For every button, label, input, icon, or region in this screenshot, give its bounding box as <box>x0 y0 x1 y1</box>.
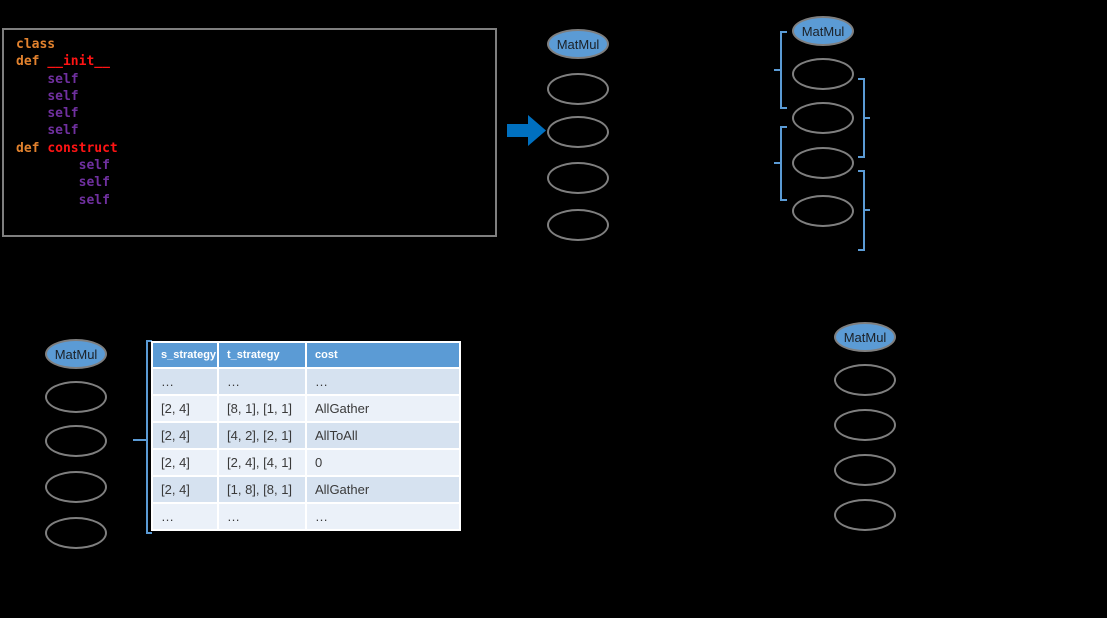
code-segment: construct <box>47 140 118 156</box>
table-row: [2, 4][1, 8], [8, 1]AllGather <box>151 475 461 504</box>
code-segment <box>16 106 47 121</box>
matmul-label: MatMul <box>801 23 845 39</box>
code-segment: class <box>16 37 56 52</box>
table-header-cell: cost <box>305 341 461 369</box>
matmul-node: MatMul <box>834 322 896 352</box>
table-cell: [2, 4] <box>151 475 219 504</box>
placeholder-node <box>45 517 107 549</box>
table-cell: … <box>305 367 461 396</box>
matmul-label: MatMul <box>54 346 98 362</box>
code-segment <box>16 123 47 138</box>
strategy-table-body: ………[2, 4][8, 1], [1, 1]AllGather[2, 4][4… <box>151 367 461 531</box>
code-segment: self <box>47 106 79 122</box>
code-segment <box>16 193 79 208</box>
placeholder-node <box>45 425 107 457</box>
code-line: def construct <box>16 140 495 157</box>
code-segment <box>16 89 47 104</box>
placeholder-node <box>792 102 854 134</box>
table-cell: 0 <box>305 448 461 477</box>
table-cell: [8, 1], [1, 1] <box>217 394 307 423</box>
matmul-label: MatMul <box>556 36 600 52</box>
placeholder-node <box>792 147 854 179</box>
placeholder-node <box>45 381 107 413</box>
table-cell: … <box>217 367 307 396</box>
table-cell: … <box>305 502 461 531</box>
placeholder-node <box>45 471 107 503</box>
table-cell: [2, 4] <box>151 421 219 450</box>
table-header-cell: s_strategy <box>151 341 219 369</box>
matmul-label: MatMul <box>843 329 887 345</box>
table-cell: AllGather <box>305 475 461 504</box>
code-segment: self <box>47 88 79 104</box>
code-line: self <box>16 88 495 105</box>
code-line: def __init__ <box>16 53 495 70</box>
placeholder-node <box>834 364 896 396</box>
code-segment <box>16 158 79 173</box>
table-row: ……… <box>151 502 461 531</box>
table-cell: [2, 4] <box>151 448 219 477</box>
code-line: self <box>16 71 495 88</box>
right-arrow-icon <box>507 115 546 146</box>
code-line: self <box>16 105 495 122</box>
matmul-node: MatMul <box>45 339 107 369</box>
table-cell: [1, 8], [8, 1] <box>217 475 307 504</box>
table-cell: [2, 4], [4, 1] <box>217 448 307 477</box>
code-segment: def <box>16 54 48 70</box>
table-row: ……… <box>151 367 461 396</box>
code-line: self <box>16 192 495 209</box>
code-segment: def <box>16 140 48 156</box>
table-row: [2, 4][2, 4], [4, 1]0 <box>151 448 461 477</box>
table-cell: [4, 2], [2, 1] <box>217 421 307 450</box>
table-cell: AllGather <box>305 394 461 423</box>
table-cell: … <box>151 367 219 396</box>
table-header-cell: t_strategy <box>217 341 307 369</box>
matmul-node: MatMul <box>547 29 609 59</box>
brace-top-right-left-1 <box>774 31 787 109</box>
placeholder-node <box>792 58 854 90</box>
brace-table <box>133 340 152 534</box>
placeholder-node <box>547 162 609 194</box>
code-line: class <box>16 36 495 53</box>
brace-top-right-right-2 <box>858 170 870 251</box>
placeholder-node <box>834 454 896 486</box>
code-segment: self <box>78 158 110 174</box>
code-segment: self <box>78 192 110 208</box>
placeholder-node <box>834 499 896 531</box>
placeholder-node <box>547 209 609 241</box>
table-row: [2, 4][4, 2], [2, 1]AllToAll <box>151 421 461 450</box>
code-line: self <box>16 122 495 139</box>
code-segment <box>16 175 79 190</box>
placeholder-node <box>547 116 609 148</box>
placeholder-node <box>834 409 896 441</box>
table-row: [2, 4][8, 1], [1, 1]AllGather <box>151 394 461 423</box>
table-cell: AllToAll <box>305 421 461 450</box>
matmul-node: MatMul <box>792 16 854 46</box>
placeholder-node <box>792 195 854 227</box>
brace-top-right-right-1 <box>858 78 870 158</box>
code-line: self <box>16 174 495 191</box>
brace-top-right-left-2 <box>774 126 787 201</box>
code-segment: __init__ <box>47 54 110 70</box>
code-line: self <box>16 157 495 174</box>
placeholder-node <box>547 73 609 105</box>
table-cell: … <box>151 502 219 531</box>
code-segment <box>16 72 47 87</box>
code-segment: self <box>47 123 79 139</box>
code-segment: self <box>78 175 110 191</box>
table-cell: [2, 4] <box>151 394 219 423</box>
table-cell: … <box>217 502 307 531</box>
code-segment: self <box>47 71 79 87</box>
